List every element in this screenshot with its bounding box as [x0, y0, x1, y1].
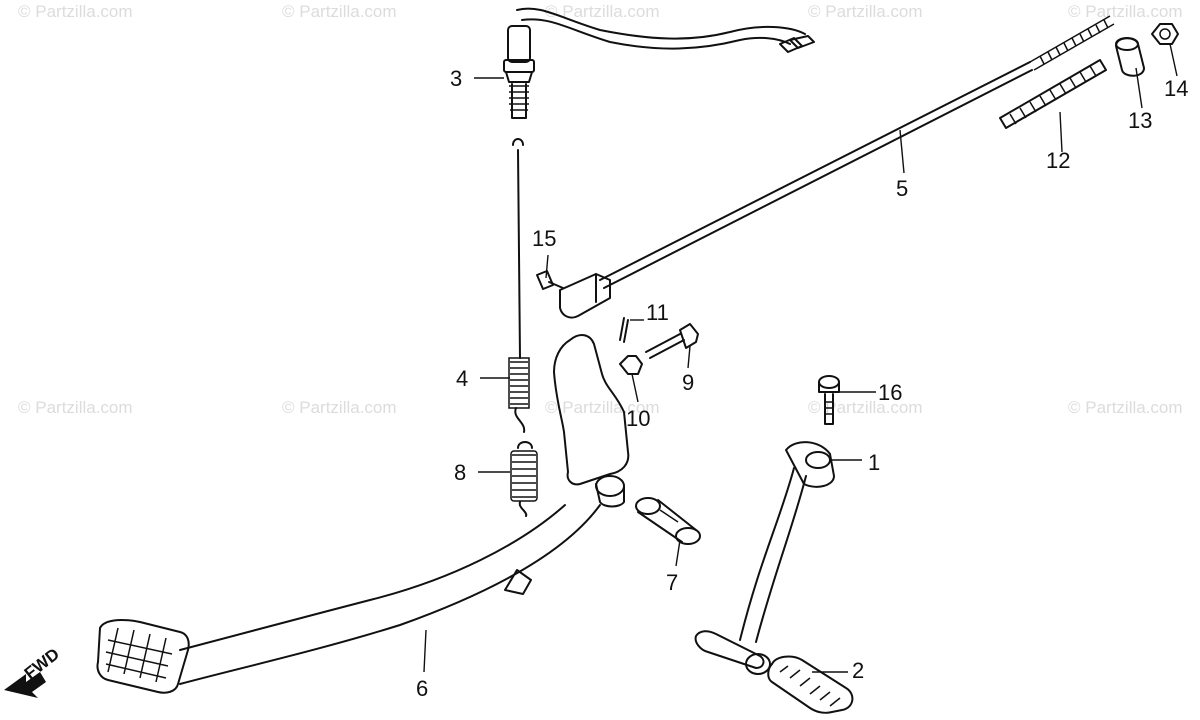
callout-6: 6 — [416, 676, 428, 701]
adjusting-nut — [1151, 23, 1179, 45]
callout-15: 15 — [532, 226, 556, 251]
watermark: © Partzilla.com — [808, 398, 923, 417]
brake-rod — [599, 15, 1115, 289]
callout-4: 4 — [456, 366, 468, 391]
gear-lever-bolt — [818, 375, 840, 425]
pedal-pivot-bolt — [645, 323, 699, 359]
forward-direction-indicator: FWD — [4, 644, 63, 698]
forward-arrow-icon — [4, 672, 46, 698]
watermark: © Partzilla.com — [18, 2, 133, 21]
watermark: © Partzilla.com — [545, 2, 660, 21]
brake-light-switch — [503, 7, 815, 119]
callout-1: 1 — [868, 450, 880, 475]
watermark: © Partzilla.com — [808, 2, 923, 21]
callout-numbers: 1 2 3 4 5 6 7 8 9 10 11 12 13 14 15 16 — [416, 66, 1188, 701]
pedal-collar — [635, 497, 701, 545]
cotter-pin — [619, 317, 629, 343]
callout-16: 16 — [878, 380, 902, 405]
joint-bolt — [536, 270, 564, 290]
brake-pedal — [96, 273, 630, 694]
gear-change-pedal — [694, 441, 835, 675]
watermark: © Partzilla.com — [282, 398, 397, 417]
callout-14: 14 — [1164, 76, 1188, 101]
callout-11: 11 — [646, 300, 669, 325]
callout-12: 12 — [1046, 148, 1070, 173]
watermark: © Partzilla.com — [1068, 2, 1183, 21]
watermark: © Partzilla.com — [545, 398, 660, 417]
watermark: © Partzilla.com — [1068, 398, 1183, 417]
pivot-nut — [619, 355, 643, 375]
pedal-rubber — [767, 655, 854, 714]
callout-13: 13 — [1128, 108, 1152, 133]
callout-5: 5 — [896, 176, 908, 201]
return-spring — [510, 441, 538, 517]
callout-2: 2 — [852, 658, 864, 683]
rod-joint — [1115, 37, 1145, 77]
callout-9: 9 — [682, 370, 694, 395]
callout-8: 8 — [454, 460, 466, 485]
leader-lines — [423, 43, 1178, 673]
callout-10: 10 — [626, 406, 650, 431]
callout-7: 7 — [666, 570, 678, 595]
watermark: © Partzilla.com — [282, 2, 397, 21]
switch-spring — [508, 138, 530, 433]
watermark: © Partzilla.com — [18, 398, 133, 417]
brake-rod-spring — [999, 59, 1107, 129]
callout-3: 3 — [450, 66, 462, 91]
